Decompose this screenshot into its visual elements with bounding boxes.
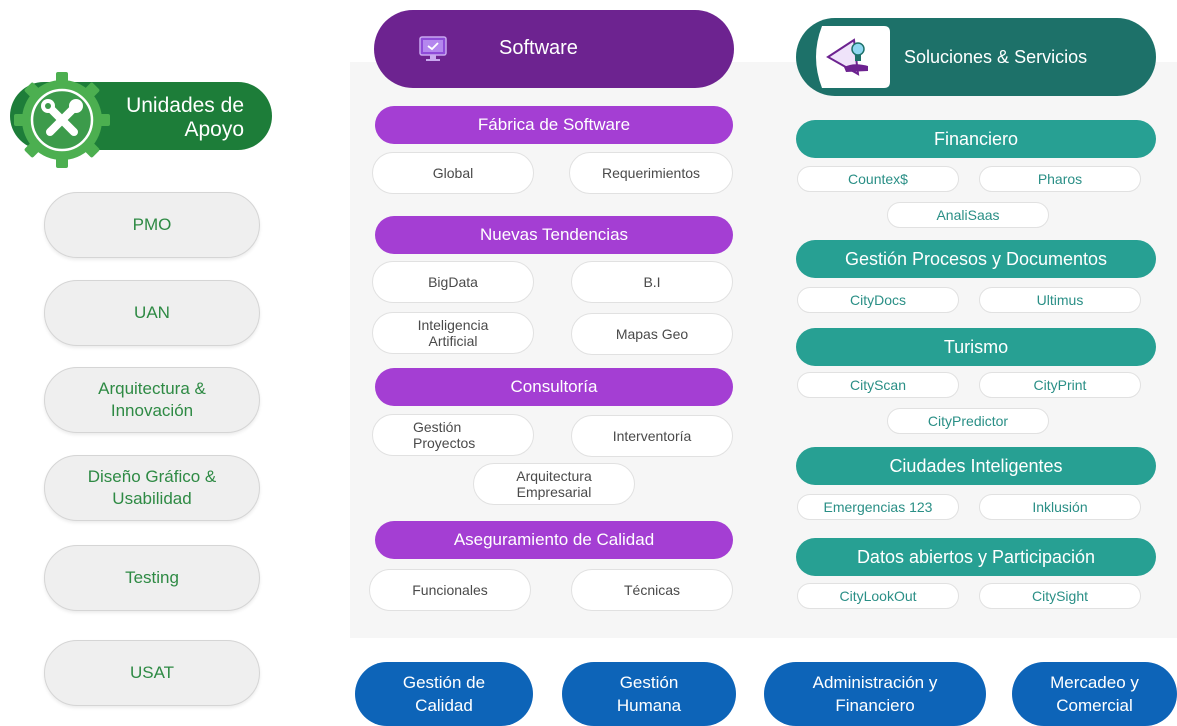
item-inklusion[interactable]: Inklusión — [979, 494, 1141, 520]
bottom-label: Mercadeo y Comercial — [1050, 673, 1139, 715]
item-cityscan[interactable]: CityScan — [797, 372, 959, 398]
bottom-gestion-humana[interactable]: Gestión Humana — [562, 662, 736, 726]
item-requerimientos[interactable]: Requerimientos — [569, 152, 733, 194]
item-countex[interactable]: Countex$ — [797, 166, 959, 192]
item-label: Gestión Proyectos — [413, 419, 476, 451]
apoyo-item-label: Arquitectura & Innovación — [98, 379, 206, 420]
item-bi[interactable]: B.I — [571, 261, 733, 303]
bottom-administracion-financiero[interactable]: Administración y Financiero — [764, 662, 986, 726]
item-bigdata[interactable]: BigData — [372, 261, 534, 303]
apoyo-item-pmo[interactable]: PMO — [44, 192, 260, 258]
item-label: Arquitectura Empresarial — [516, 468, 592, 500]
item-citypredictor[interactable]: CityPredictor — [887, 408, 1049, 434]
item-mapas-geo[interactable]: Mapas Geo — [571, 313, 733, 355]
apoyo-header-label: Unidades de Apoyo — [126, 94, 244, 141]
apoyo-item-usat[interactable]: USAT — [44, 640, 260, 706]
bottom-gestion-de-calidad[interactable]: Gestión de Calidad — [355, 662, 533, 726]
hand-lightbulb-icon — [816, 26, 890, 88]
apoyo-item-testing[interactable]: Testing — [44, 545, 260, 611]
item-label: Inteligencia Artificial — [417, 317, 489, 349]
bottom-label: Gestión de Calidad — [402, 673, 486, 715]
apoyo-item-uan[interactable]: UAN — [44, 280, 260, 346]
item-arquitectura-empresarial[interactable]: Arquitectura Empresarial — [473, 463, 635, 505]
apoyo-item-diseno[interactable]: Diseño Gráfico & Usabilidad — [44, 455, 260, 521]
item-pharos[interactable]: Pharos — [979, 166, 1141, 192]
item-citydocs[interactable]: CityDocs — [797, 287, 959, 313]
category-aseguramiento-de-calidad[interactable]: Aseguramiento de Calidad — [375, 521, 733, 559]
software-header: Software — [374, 10, 734, 88]
apoyo-item-label: Diseño Gráfico & Usabilidad — [87, 467, 217, 508]
category-fabrica-de-software[interactable]: Fábrica de Software — [375, 106, 733, 144]
item-ultimus[interactable]: Ultimus — [979, 287, 1141, 313]
bottom-label: Gestión Humana — [616, 673, 682, 715]
category-datos-abiertos[interactable]: Datos abiertos y Participación — [796, 538, 1156, 576]
category-turismo[interactable]: Turismo — [796, 328, 1156, 366]
item-inteligencia-artificial[interactable]: Inteligencia Artificial — [372, 312, 534, 354]
bottom-label: Administración y Financiero — [812, 673, 938, 715]
soluciones-title: Soluciones & Servicios — [904, 47, 1088, 67]
category-consultoria[interactable]: Consultoría — [375, 368, 733, 406]
category-financiero[interactable]: Financiero — [796, 120, 1156, 158]
item-emergencias-123[interactable]: Emergencias 123 — [797, 494, 959, 520]
apoyo-item-arquitectura[interactable]: Arquitectura & Innovación — [44, 367, 260, 433]
bottom-mercadeo-comercial[interactable]: Mercadeo y Comercial — [1012, 662, 1177, 726]
software-title: Software — [499, 37, 578, 59]
item-citylookout[interactable]: CityLookOut — [797, 583, 959, 609]
category-gestion-procesos[interactable]: Gestión Procesos y Documentos — [796, 240, 1156, 278]
soluciones-header: Soluciones & Servicios — [796, 18, 1156, 96]
item-analisaas[interactable]: AnaliSaas — [887, 202, 1049, 228]
item-cityprint[interactable]: CityPrint — [979, 372, 1141, 398]
item-citysight[interactable]: CitySight — [979, 583, 1141, 609]
item-gestion-proyectos[interactable]: Gestión Proyectos — [372, 414, 534, 456]
item-interventoria[interactable]: Interventoría — [571, 415, 733, 457]
monitor-icon — [419, 36, 447, 61]
item-global[interactable]: Global — [372, 152, 534, 194]
category-ciudades-inteligentes[interactable]: Ciudades Inteligentes — [796, 447, 1156, 485]
category-nuevas-tendencias[interactable]: Nuevas Tendencias — [375, 216, 733, 254]
item-funcionales[interactable]: Funcionales — [369, 569, 531, 611]
tools-gear-icon — [14, 72, 110, 168]
item-tecnicas[interactable]: Técnicas — [571, 569, 733, 611]
